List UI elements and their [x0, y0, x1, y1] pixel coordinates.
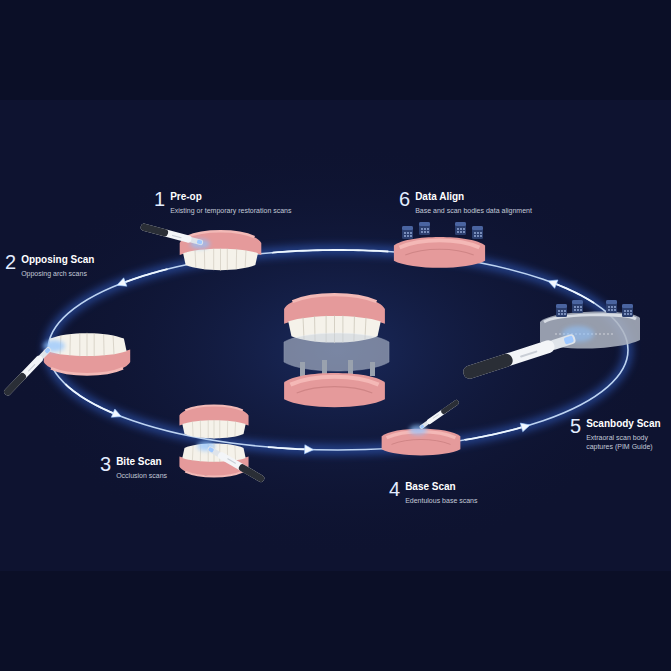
- step-text: Base ScanEdentulous base scans: [405, 479, 520, 505]
- abutment-post: [300, 362, 305, 376]
- ring-connector: [554, 215, 595, 416]
- step-text: Data AlignBase and scan bodies data alig…: [415, 189, 565, 215]
- scanner-wand: [419, 399, 460, 430]
- arrow-head: [111, 409, 121, 417]
- ring-line: [48, 250, 628, 450]
- ring-connector: [465, 427, 570, 479]
- step-text: Bite ScanOcclusion scans: [116, 454, 226, 480]
- cycle-connector: [117, 215, 168, 286]
- step-number: 5: [570, 416, 581, 436]
- step-title: Bite Scan: [116, 456, 226, 468]
- edentulous-base: [394, 237, 485, 268]
- scanner-wand: [3, 346, 53, 397]
- scan-body: [402, 226, 413, 239]
- scan-body: [419, 222, 430, 235]
- background-glow: [8, 140, 668, 560]
- step-title: Base Scan: [405, 481, 520, 493]
- scan-body: [472, 226, 483, 239]
- step-title: Opposing Scan: [21, 254, 121, 266]
- top-band: [0, 0, 671, 100]
- cycle-connector: [548, 215, 594, 416]
- dental-arch: [44, 333, 130, 375]
- step-title: Pre-op: [170, 191, 345, 203]
- step-number: 4: [389, 479, 400, 499]
- abutment-post: [322, 360, 327, 374]
- ring-connector: [65, 278, 115, 454]
- step-number: 2: [5, 252, 16, 272]
- arrow-head: [305, 445, 314, 454]
- step-label: 4Base ScanEdentulous base scans: [389, 479, 520, 505]
- scan-body: [572, 300, 583, 313]
- arrow-head: [548, 280, 558, 288]
- step-caption: Edentulous base scans: [405, 496, 520, 505]
- cycle-connector: [226, 445, 389, 479]
- step-number: 1: [154, 189, 165, 209]
- step-label: 3Bite ScanOcclusion scans: [100, 454, 226, 480]
- edentulous-base: [284, 373, 385, 407]
- step-number: 6: [399, 189, 410, 209]
- ring-connector: [121, 215, 167, 283]
- step-caption: Existing or temporary restoration scans: [170, 206, 345, 215]
- step-caption: Occlusion scans: [116, 471, 226, 480]
- abutment-post: [348, 360, 353, 374]
- step-caption: Extraoral scan body captures (PIM Guide): [586, 433, 662, 452]
- cycle-connector: [273, 215, 399, 252]
- cycle-connector: [65, 278, 121, 454]
- step-label: 5Scanbody ScanExtraoral scan body captur…: [570, 416, 662, 452]
- abutment-post: [370, 362, 375, 376]
- step-caption: Base and scan bodies data alignment: [415, 206, 565, 215]
- scanner-wand: [206, 445, 265, 483]
- step-title: Scanbody Scan: [586, 418, 662, 430]
- step-label: 1Pre-opExisting or temporary restoration…: [154, 189, 345, 215]
- step-title: Data Align: [415, 191, 565, 203]
- step-caption: Opposing arch scans: [21, 269, 121, 278]
- bottom-band: [0, 571, 671, 671]
- ring-connector: [273, 215, 399, 252]
- scan-body: [622, 304, 633, 317]
- scan-body: [606, 300, 617, 313]
- cycle-connector: [465, 423, 570, 479]
- step-text: Pre-opExisting or temporary restoration …: [170, 189, 345, 215]
- ring-glow: [48, 250, 628, 450]
- step-text: Opposing ScanOpposing arch scans: [21, 252, 121, 278]
- scanner-wand: [140, 223, 204, 247]
- arrow-head: [520, 423, 530, 432]
- scanner-wand: [462, 332, 577, 381]
- step-text: Scanbody ScanExtraoral scan body capture…: [586, 416, 662, 452]
- arrow-head: [117, 278, 127, 286]
- step-label: 6Data AlignBase and scan bodies data ali…: [399, 189, 565, 215]
- scan-body: [556, 304, 567, 317]
- dental-arch: [179, 406, 248, 439]
- scan-body: [455, 222, 466, 235]
- step-label: 2Opposing ScanOpposing arch scans: [5, 252, 121, 278]
- step-number: 3: [100, 454, 111, 474]
